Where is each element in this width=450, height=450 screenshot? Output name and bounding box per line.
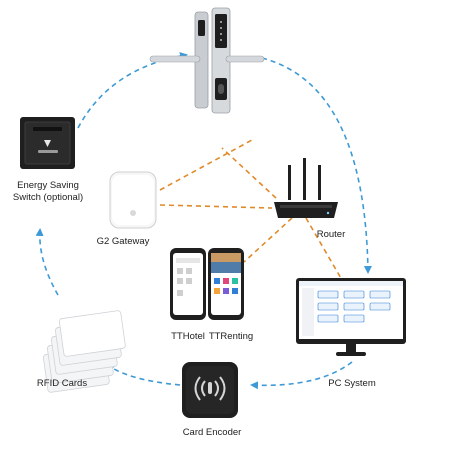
link-router-phones (243, 217, 293, 263)
arrow-encoder-to-rfid (106, 363, 181, 386)
rfid-cards-icon (42, 310, 126, 393)
phone-app-icon (170, 248, 244, 320)
link-gateway-lock (159, 139, 253, 191)
link-gateway-router (159, 204, 273, 209)
arrow-rfid-to-switch (35, 228, 59, 296)
arrow-pc-to-encoder (250, 361, 353, 390)
router-label: Router (316, 229, 346, 240)
arrow-switch-to-lock (77, 52, 188, 129)
link-router-pc (305, 217, 343, 281)
tthotel-label: TTHotel (171, 331, 205, 342)
gateway-label: G2 Gateway (96, 236, 150, 247)
card-encoder-icon (182, 362, 238, 418)
door-lock-icon (149, 7, 265, 114)
pc-monitor-icon (296, 278, 406, 356)
gateway-icon (109, 171, 157, 229)
router-icon (274, 158, 338, 218)
card-encoder-label: Card Encoder (182, 427, 242, 438)
energy-switch-label: Energy Saving Switch (optional) (12, 180, 84, 203)
ttrenting-label: TTRenting (208, 331, 254, 342)
arrow-lock-to-pc (261, 57, 372, 274)
pc-system-label: PC System (328, 378, 376, 389)
network-links (159, 139, 343, 281)
energy-switch-icon (20, 117, 75, 169)
link-router-lock (221, 147, 277, 199)
rfid-cards-label: RFID Cards (36, 378, 88, 389)
